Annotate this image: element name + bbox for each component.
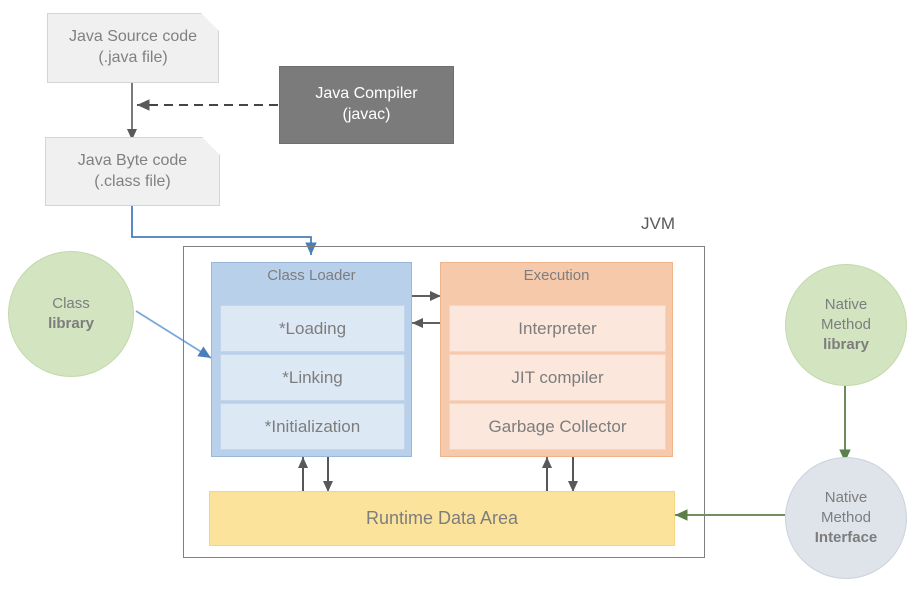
runtime-data-area-label: Runtime Data Area [365, 508, 519, 528]
execution-item-jit-compiler-label: JIT compiler [511, 367, 604, 387]
java-compiler-line2: (javac) [342, 106, 391, 123]
jvm-label: JVM [641, 214, 675, 233]
jvm-boundary-box [183, 246, 705, 558]
java-source-code-line1: Java Source code [68, 28, 198, 46]
class-library-line1: Class [52, 294, 90, 312]
java-byte-code-box: Java Byte code (.class file) [45, 137, 220, 206]
java-source-code-line2: (.java file) [98, 49, 168, 66]
java-byte-code-line2: (.class file) [94, 172, 171, 190]
runtime-data-area-box: Runtime Data Area [209, 491, 675, 546]
class-loader-item-linking: *Linking [220, 354, 405, 401]
java-source-code-box: Java Source code (.java file) [47, 13, 219, 83]
native-method-interface-line3: Interface [814, 529, 878, 547]
native-method-library-line3: library [823, 336, 869, 354]
class-loader-item-loading-label: *Loading [278, 318, 347, 338]
native-method-interface-circle: Native Method Interface [785, 457, 907, 579]
class-loader-group: Class Loader *Loading *Linking *Initiali… [211, 262, 412, 457]
native-method-library-circle: Native Method library [785, 264, 907, 386]
native-method-library-line1: Native [824, 295, 868, 313]
execution-item-jit-compiler: JIT compiler [449, 354, 666, 401]
java-byte-code-line1: Java Byte code [77, 151, 188, 169]
class-loader-item-initialization: *Initialization [220, 403, 405, 450]
class-library-line2: library [48, 315, 94, 332]
execution-item-garbage-collector: Garbage Collector [449, 403, 666, 450]
execution-group: Execution Interpreter JIT compiler Garba… [440, 262, 673, 457]
class-loader-item-loading: *Loading [220, 305, 405, 352]
native-method-interface-line2: Method [820, 508, 872, 526]
native-method-interface-line1: Native [824, 488, 868, 506]
execution-item-interpreter: Interpreter [449, 305, 666, 352]
class-loader-item-initialization-label: *Initialization [264, 416, 361, 436]
class-loader-item-linking-label: *Linking [282, 367, 343, 387]
execution-item-interpreter-label: Interpreter [518, 318, 597, 338]
class-loader-title: Class Loader [267, 267, 356, 284]
execution-item-garbage-collector-label: Garbage Collector [488, 416, 627, 436]
native-method-library-line2: Method [820, 315, 872, 333]
java-compiler-line1: Java Compiler [315, 85, 418, 103]
execution-title: Execution [523, 267, 590, 284]
java-compiler-box: Java Compiler (javac) [279, 66, 454, 144]
class-library-circle: Class library [8, 251, 134, 377]
